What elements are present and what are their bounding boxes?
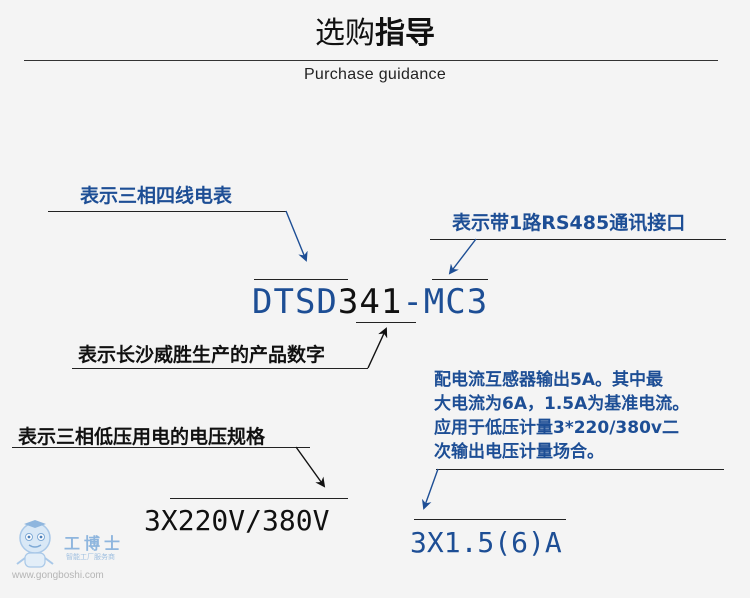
arrow-three-phase-four-wire <box>285 210 308 262</box>
model-number: 341 <box>337 282 403 322</box>
current-note-line-4: 次输出电压计量场合。 <box>434 442 604 462</box>
title-part-2: 指导 <box>375 16 435 51</box>
arrow-rs485 <box>448 238 477 275</box>
arrow-product-number <box>367 327 388 369</box>
underline-product-number <box>72 368 368 369</box>
arrow-current-note <box>421 468 439 510</box>
arrow-voltage-spec <box>295 446 326 488</box>
watermark-brand: 工博士 <box>64 534 125 553</box>
model-dash: - <box>402 282 424 322</box>
voltage-value: 3X220V/380V <box>144 504 330 537</box>
label-voltage-spec: 表示三相低压用电的电压规格 <box>18 426 266 448</box>
current-note-line-2: 大电流为6A，1.5A为基准电流。 <box>434 394 690 414</box>
header-divider <box>24 60 718 61</box>
overline-voltage <box>170 498 348 499</box>
overline-current <box>414 519 566 520</box>
label-product-number: 表示长沙威胜生产的产品数字 <box>78 344 326 366</box>
label-three-phase-four-wire: 表示三相四线电表 <box>80 185 233 207</box>
watermark-url: www.gongboshi.com <box>12 570 104 581</box>
robot-mascot-icon <box>16 520 54 568</box>
current-value: 3X1.5(6)A <box>410 526 562 559</box>
underline-rs485 <box>430 239 726 240</box>
label-rs485: 表示带1路RS485通讯接口 <box>452 212 686 234</box>
current-note-line-3: 应用于低压计量3*220/380v二 <box>434 418 679 438</box>
underline-voltage-spec <box>12 447 310 448</box>
model-suffix: MC3 <box>423 282 489 322</box>
underline-current-note <box>436 469 724 470</box>
watermark-tagline: 智能工厂服务商 <box>66 553 115 561</box>
underline-three-phase-four-wire <box>48 211 286 212</box>
model-prefix: DTSD <box>252 282 338 322</box>
overline-mc3 <box>432 279 488 280</box>
overline-dtsd <box>254 279 348 280</box>
current-note-line-1: 配电流互感器输出5A。其中最 <box>434 370 663 390</box>
page-subtitle: Purchase guidance <box>303 66 447 83</box>
watermark-logo: 工博士 智能工厂服务商 www.gongboshi.com <box>10 518 150 588</box>
page-title: 选购指导 <box>0 8 750 52</box>
current-note: 配电流互感器输出5A。其中最 大电流为6A，1.5A为基准电流。 应用于低压计量… <box>434 368 689 464</box>
title-part-1: 选购 <box>315 16 375 51</box>
underline-model-number <box>356 322 416 323</box>
model-code: DTSD341-MC3 <box>252 282 488 322</box>
